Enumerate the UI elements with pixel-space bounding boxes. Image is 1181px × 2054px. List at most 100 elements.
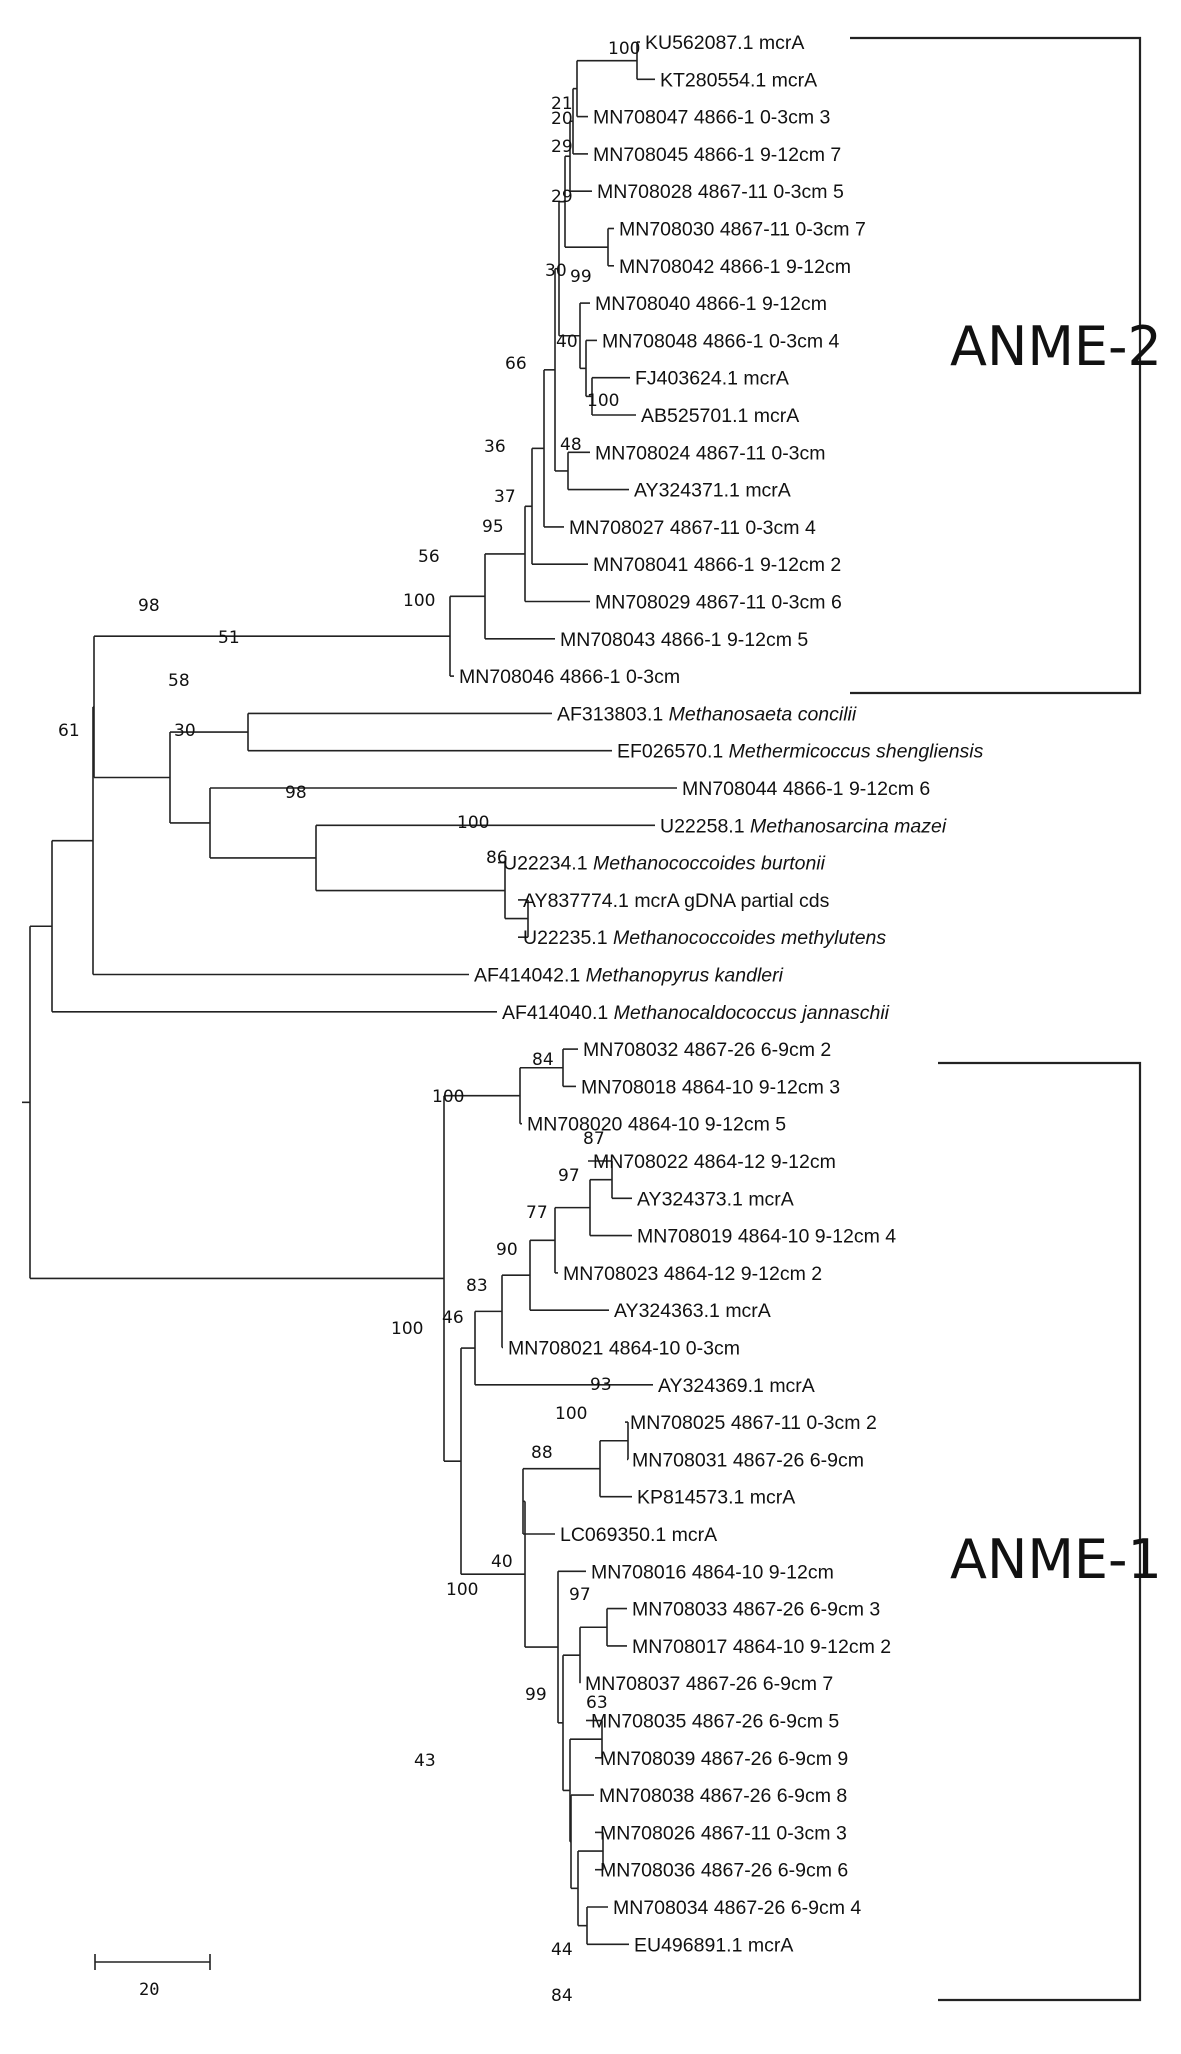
leaf-label: AY324369.1 mcrA bbox=[658, 1375, 815, 1397]
bootstrap-value: 100 bbox=[391, 1319, 423, 1339]
leaf-accession: MN708034 4867-26 6-9cm 4 bbox=[613, 1897, 861, 1919]
leaf-accession: MN708047 4866-1 0-3cm 3 bbox=[593, 107, 830, 129]
leaf-label: MN708042 4866-1 9-12cm bbox=[619, 256, 851, 278]
leaf-accession: AF414042.1 bbox=[474, 965, 580, 987]
scale-bar-label: 20 bbox=[139, 1980, 159, 2000]
bootstrap-value: 88 bbox=[531, 1443, 553, 1463]
leaf-accession: MN708032 4867-26 6-9cm 2 bbox=[583, 1039, 831, 1061]
leaf-label: U22235.1 Methanococcoides methylutens bbox=[523, 927, 886, 949]
bootstrap-value: 99 bbox=[570, 267, 592, 287]
leaf-label: MN708022 4864-12 9-12cm bbox=[593, 1151, 836, 1173]
bootstrap-value: 40 bbox=[556, 332, 578, 352]
leaf-species: Methermicoccus shengliensis bbox=[723, 741, 983, 763]
leaf-label: KP814573.1 mcrA bbox=[637, 1487, 795, 1509]
leaf-label: MN708027 4867-11 0-3cm 4 bbox=[569, 517, 816, 539]
leaf-label: MN708016 4864-10 9-12cm bbox=[591, 1561, 834, 1583]
leaf-label: MN708041 4866-1 9-12cm 2 bbox=[593, 554, 841, 576]
leaf-accession: MN708041 4866-1 9-12cm 2 bbox=[593, 554, 841, 576]
leaf-label: MN708036 4867-26 6-9cm 6 bbox=[600, 1860, 848, 1882]
leaf-accession: MN708037 4867-26 6-9cm 7 bbox=[585, 1673, 833, 1695]
leaf-accession: EF026570.1 bbox=[617, 741, 723, 763]
leaf-label: U22258.1 Methanosarcina mazei bbox=[660, 815, 947, 837]
leaf-label: AY324363.1 mcrA bbox=[614, 1300, 771, 1322]
bootstrap-value: 100 bbox=[587, 391, 619, 411]
leaf-label: MN708021 4864-10 0-3cm bbox=[508, 1338, 740, 1360]
leaf-accession: LC069350.1 mcrA bbox=[560, 1524, 717, 1546]
bootstrap-value: 29 bbox=[551, 137, 573, 157]
leaf-label: EF026570.1 Methermicoccus shengliensis bbox=[617, 741, 984, 763]
bootstrap-value: 30 bbox=[545, 261, 567, 281]
leaf-accession: MN708026 4867-11 0-3cm 3 bbox=[600, 1822, 847, 1844]
leaf-label: MN708029 4867-11 0-3cm 6 bbox=[595, 592, 842, 614]
bootstrap-value: 36 bbox=[484, 437, 506, 457]
leaf-accession: MN708027 4867-11 0-3cm 4 bbox=[569, 517, 816, 539]
leaf-accession: MN708031 4867-26 6-9cm bbox=[632, 1449, 864, 1471]
bootstrap-value: 84 bbox=[551, 1986, 573, 2006]
leaf-accession: AF313803.1 bbox=[557, 703, 663, 725]
leaf-accession: MN708019 4864-10 9-12cm 4 bbox=[637, 1226, 896, 1248]
bootstrap-value: 83 bbox=[466, 1276, 488, 1296]
leaf-accession: MN708045 4866-1 9-12cm 7 bbox=[593, 144, 841, 166]
leaf-label: MN708045 4866-1 9-12cm 7 bbox=[593, 144, 841, 166]
leaf-accession: MN708022 4864-12 9-12cm bbox=[593, 1151, 836, 1173]
bootstrap-value: 63 bbox=[586, 1693, 608, 1713]
leaf-label: MN708038 4867-26 6-9cm 8 bbox=[599, 1785, 847, 1807]
bootstrap-value: 30 bbox=[174, 721, 196, 741]
leaf-accession: MN708033 4867-26 6-9cm 3 bbox=[632, 1599, 880, 1621]
leaf-label: MN708034 4867-26 6-9cm 4 bbox=[613, 1897, 861, 1919]
anme1-bracket bbox=[938, 1061, 1142, 2002]
leaf-accession: AY324371.1 mcrA bbox=[634, 480, 791, 502]
leaf-accession: MN708017 4864-10 9-12cm 2 bbox=[632, 1636, 891, 1658]
bootstrap-value: 100 bbox=[608, 39, 640, 59]
leaf-label: U22234.1 Methanococcoides burtonii bbox=[503, 853, 826, 875]
leaf-accession: MN708016 4864-10 9-12cm bbox=[591, 1561, 834, 1583]
leaf-label: MN708026 4867-11 0-3cm 3 bbox=[600, 1822, 847, 1844]
clade-bracket-anme1: ANME-1 bbox=[938, 1061, 1162, 2002]
leaf-label: MN708024 4867-11 0-3cm bbox=[595, 442, 826, 464]
leaf-accession: MN708039 4867-26 6-9cm 9 bbox=[600, 1748, 848, 1770]
leaf-label: AF313803.1 Methanosaeta concilii bbox=[557, 703, 857, 725]
bootstrap-value: 58 bbox=[168, 671, 190, 691]
leaf-label: MN708028 4867-11 0-3cm 5 bbox=[597, 181, 844, 203]
bootstrap-value: 66 bbox=[505, 354, 527, 374]
leaf-accession: MN708040 4866-1 9-12cm bbox=[595, 293, 827, 315]
leaf-label: MN708046 4866-1 0-3cm bbox=[459, 666, 680, 688]
leaf-label: AY837774.1 mcrA gDNA partial cds bbox=[523, 890, 830, 912]
anme1-label: ANME-1 bbox=[950, 1528, 1162, 1591]
leaf-accession: AY324369.1 mcrA bbox=[658, 1375, 815, 1397]
leaf-accession: MN708025 4867-11 0-3cm 2 bbox=[630, 1412, 877, 1434]
leaf-label: MN708025 4867-11 0-3cm 2 bbox=[630, 1412, 877, 1434]
bootstrap-value: 100 bbox=[446, 1580, 478, 1600]
leaf-label: MN708018 4864-10 9-12cm 3 bbox=[581, 1076, 840, 1098]
leaf-label: MN708033 4867-26 6-9cm 3 bbox=[632, 1599, 880, 1621]
leaf-label: AF414040.1 Methanocaldococcus jannaschii bbox=[502, 1002, 890, 1024]
leaf-label: MN708032 4867-26 6-9cm 2 bbox=[583, 1039, 831, 1061]
bootstrap-value: 51 bbox=[218, 628, 240, 648]
leaf-label: MN708043 4866-1 9-12cm 5 bbox=[560, 629, 808, 651]
bootstrap-value: 61 bbox=[58, 721, 80, 741]
leaf-label: MN708048 4866-1 0-3cm 4 bbox=[602, 330, 840, 352]
anme2-bracket bbox=[850, 36, 1142, 695]
bootstrap-value: 44 bbox=[551, 1940, 573, 1960]
leaf-label: MN708019 4864-10 9-12cm 4 bbox=[637, 1226, 896, 1248]
leaf-accession: U22235.1 bbox=[523, 927, 608, 949]
leaf-label: MN708023 4864-12 9-12cm 2 bbox=[563, 1263, 822, 1285]
leaf-accession: MN708021 4864-10 0-3cm bbox=[508, 1338, 740, 1360]
leaf-accession: MN708029 4867-11 0-3cm 6 bbox=[595, 592, 842, 614]
bootstrap-value: 48 bbox=[560, 435, 582, 455]
leaf-label: LC069350.1 mcrA bbox=[560, 1524, 717, 1546]
leaf-label: MN708040 4866-1 9-12cm bbox=[595, 293, 827, 315]
scale-bar-line bbox=[94, 1954, 211, 1970]
leaf-label: AY324373.1 mcrA bbox=[637, 1188, 794, 1210]
leaf-accession: MN708018 4864-10 9-12cm 3 bbox=[581, 1076, 840, 1098]
leaf-label: MN708030 4867-11 0-3cm 7 bbox=[619, 219, 866, 241]
bootstrap-value: 46 bbox=[442, 1308, 464, 1328]
leaf-accession: U22258.1 bbox=[660, 815, 745, 837]
leaf-accession: MN708028 4867-11 0-3cm 5 bbox=[597, 181, 844, 203]
leaf-label: MN708020 4864-10 9-12cm 5 bbox=[527, 1114, 786, 1136]
leaf-species: Methanococcoides burtonii bbox=[588, 853, 826, 875]
leaf-accession: AY837774.1 mcrA gDNA partial cds bbox=[523, 890, 830, 912]
leaf-species: Methanocaldococcus jannaschii bbox=[608, 1002, 889, 1024]
